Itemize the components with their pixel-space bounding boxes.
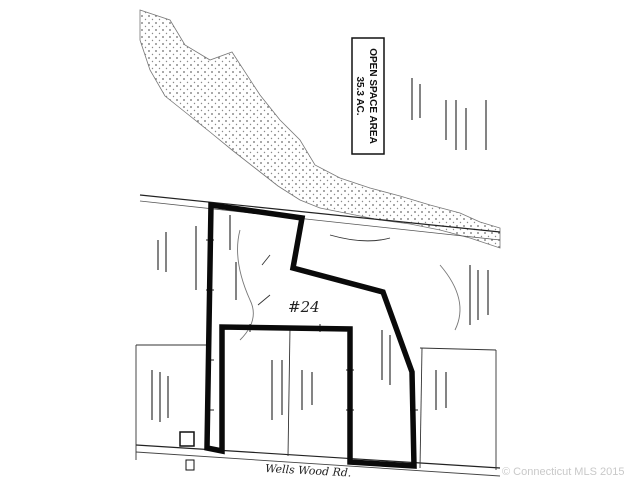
stippled-wetland-area: [139, 9, 501, 249]
survey-marker-box: [179, 431, 195, 447]
road-line-bottom: [135, 451, 501, 477]
lot-24-boundary: [204, 201, 417, 469]
lot-number-label: #24: [288, 298, 320, 316]
open-space-label-line2: 35.3 AC.: [354, 76, 365, 115]
inner-parcel-boundary: [221, 325, 352, 462]
right-of-way-line-lower: [139, 200, 501, 241]
mls-watermark: © Connecticut MLS 2015: [502, 466, 624, 478]
road-line-top: [135, 444, 501, 469]
right-of-way-line-upper: [139, 194, 501, 233]
road-name-label: Wells Wood Rd.: [265, 462, 352, 479]
open-space-label: OPEN SPACE AREA 35.3 AC.: [351, 37, 385, 155]
unreadable-annotation-marks: [151, 78, 489, 422]
open-space-label-line1: OPEN SPACE AREA: [367, 48, 378, 144]
survey-marker-small: [185, 459, 195, 471]
